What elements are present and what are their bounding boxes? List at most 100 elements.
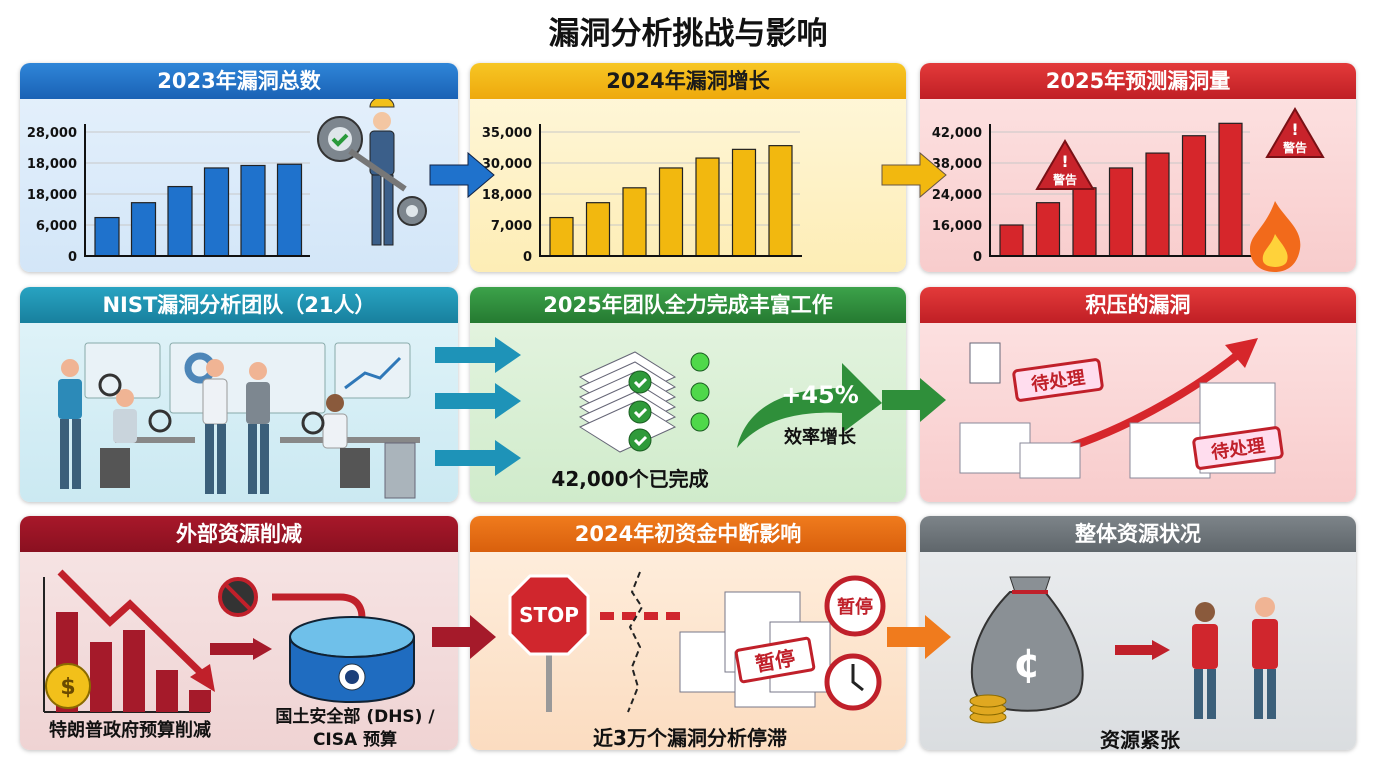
y-tick-label: 42,000 [932,126,982,141]
y-tick-label: 6,000 [36,219,77,234]
panel-title: NIST漏洞分析团队（21人） [20,287,458,323]
pause-stamp: 暂停 [734,636,816,684]
budget-cut-illustration: $ [43,569,415,713]
backlog-illustration: 待处理 待处理 [959,338,1284,479]
bar [585,202,611,257]
bar [240,164,266,257]
svg-text:警告: 警告 [1282,140,1307,155]
axis [989,124,1252,257]
y-tick-label: 18,000 [27,188,77,203]
svg-text:¢: ¢ [1013,641,1041,687]
svg-text:!: ! [1291,120,1298,139]
y-tick-label: 0 [68,250,77,265]
y-tick-label: 0 [523,250,532,265]
cisa-label: CISA 预算 [312,730,398,750]
panel-title: 2023年漏洞总数 [20,63,458,99]
bar-chart-2024: 0 7,000 18,000 30,000 35,000 [482,124,802,265]
resource-status: 资源紧张 [1100,728,1180,750]
svg-text:!: ! [1061,152,1068,171]
bar [1035,202,1061,257]
bar [731,148,757,257]
growth-arrow-icon [737,363,882,448]
bar [549,216,574,257]
clock-icon [824,653,882,711]
stalled-count: 近3万个漏洞分析停滞 [593,726,787,750]
panel-nist-team: NIST漏洞分析团队（21人） [20,287,458,502]
budget-cut-label: 特朗普政府预算削减 [49,720,211,741]
stop-sign-icon: STOP [508,574,590,656]
bar [276,163,303,257]
bar [768,145,793,257]
y-tick-label: 0 [973,250,982,265]
worker-with-gear-icon [317,99,427,246]
bar [130,202,157,257]
svg-text:暂停: 暂停 [837,596,873,618]
y-tick-label: 24,000 [932,188,982,203]
y-tick-label: 30,000 [482,157,532,172]
svg-text:$: $ [60,675,75,700]
panel-2023-total: 2023年漏洞总数 0 6,000 18,000 18,000 28,000 [20,63,458,272]
warning-icon: !警告 [1265,107,1325,158]
arrow-right-icon [881,151,947,199]
dhs-label: 国土安全部 (DHS) / [275,707,435,727]
pending-stamp: 待处理 [1012,358,1104,402]
bar-chart-2025: 0 16,000 24,000 38,000 42,000 [932,122,1252,265]
bar [999,224,1024,257]
panel-title: 2025年预测漏洞量 [920,63,1356,99]
arrow-right-icon [887,615,951,659]
y-tick-label: 16,000 [932,219,982,234]
panel-external-cuts: 外部资源削减 $ 特朗普政府预算削减 国土安全部 (DHS) / CISA 预算 [20,516,458,750]
pause-badge-icon: 暂停 [824,575,886,637]
panel-title: 2024年漏洞增长 [470,63,906,99]
bar [1108,167,1134,257]
panel-backlog: 积压的漏洞 待处理 待处理 [920,287,1356,502]
axis [539,124,802,257]
flow-arrows-icon [435,337,521,476]
warning-icon: !警告 [1035,139,1095,190]
bar [1181,135,1207,257]
bar [1218,122,1243,257]
y-tick-label: 28,000 [27,126,77,141]
arrow-right-icon [882,378,946,422]
resource-strain-illustration: ¢ [969,576,1278,724]
bar-chart-2023: 0 6,000 18,000 18,000 28,000 [27,124,310,265]
arrow-right-icon [429,151,495,199]
svg-text:警告: 警告 [1052,172,1077,187]
panel-2024-growth: 2024年漏洞增长 0 7,000 18,000 30,000 35,000 [470,63,906,272]
y-tick-label: 38,000 [932,157,982,172]
y-tick-label: 35,000 [482,126,532,141]
panel-team-work-2025: 2025年团队全力完成丰富工作 +45% 效率增长 42,000个已完成 [470,287,906,502]
y-tick-label: 18,000 [482,188,532,203]
y-tick-label: 7,000 [491,219,532,234]
team-analysts-illustration [58,342,420,499]
bar [622,187,647,257]
growth-percent: +45% [781,381,859,409]
bar [94,216,120,257]
arrow-right-icon [432,615,496,659]
main-title: 漏洞分析挑战与影响 [548,16,828,52]
completed-count: 42,000个已完成 [551,467,709,491]
money-bag-icon: ¢ [970,576,1084,712]
bar [1145,152,1170,257]
bar [658,167,684,257]
pending-stamp: 待处理 [1192,426,1284,470]
bar [695,157,720,257]
panel-title: 2025年团队全力完成丰富工作 [470,287,906,323]
fire-icon [1250,201,1301,272]
bar [167,185,193,257]
panel-title: 积压的漏洞 [920,287,1356,323]
funding-interruption-illustration: STOP 暂停 暂停 [508,571,886,713]
panel-title: 外部资源削减 [20,516,458,552]
panel-funding-interruption: 2024年初资金中断影响 STOP 暂停 暂停 近3万个漏洞分析停滞 [470,516,906,750]
axis [84,124,310,257]
svg-text:STOP: STOP [519,603,579,627]
completed-documents-stack-icon [578,351,710,453]
growth-label: 效率增长 [784,427,856,448]
panel-title: 整体资源状况 [920,516,1356,552]
panel-overall-resources: 整体资源状况 ¢ 资源紧张 [920,516,1356,750]
panel-title: 2024年初资金中断影响 [470,516,906,552]
bar [1072,187,1097,257]
bar [203,167,230,257]
y-tick-label: 18,000 [27,157,77,172]
